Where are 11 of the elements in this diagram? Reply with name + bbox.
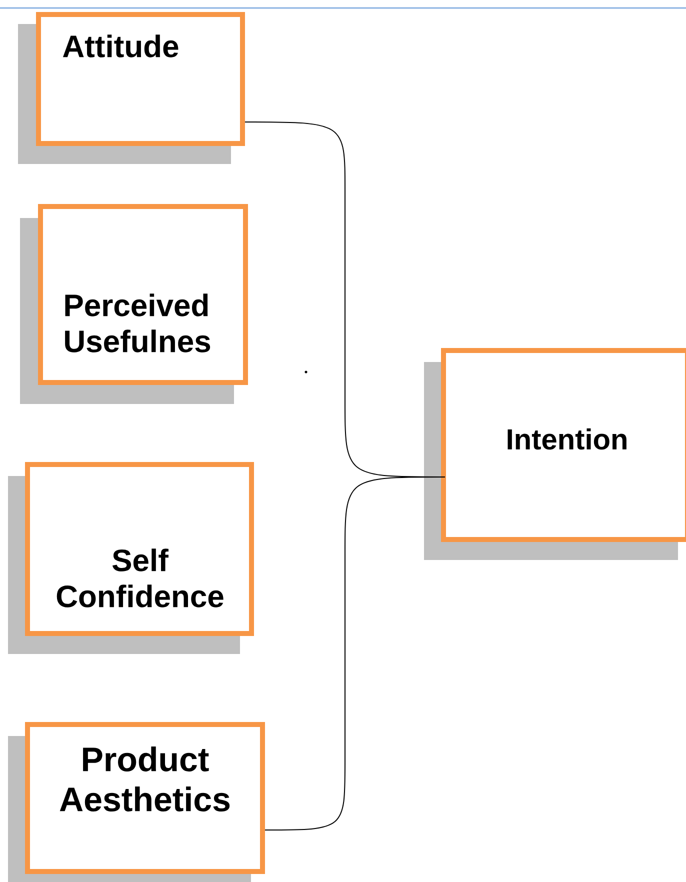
box-label: Product Aesthetics bbox=[60, 746, 230, 812]
box-label: Perceived Usefulnes bbox=[65, 294, 210, 352]
box bbox=[424, 348, 686, 560]
box bbox=[18, 12, 245, 164]
box bbox=[20, 204, 248, 404]
box-label: Self Confidence bbox=[56, 548, 224, 608]
box bbox=[8, 722, 265, 882]
box-label: Attitude bbox=[62, 34, 178, 58]
box-label: Intention bbox=[508, 428, 626, 450]
connector-line bbox=[264, 476, 446, 830]
box bbox=[8, 462, 254, 654]
